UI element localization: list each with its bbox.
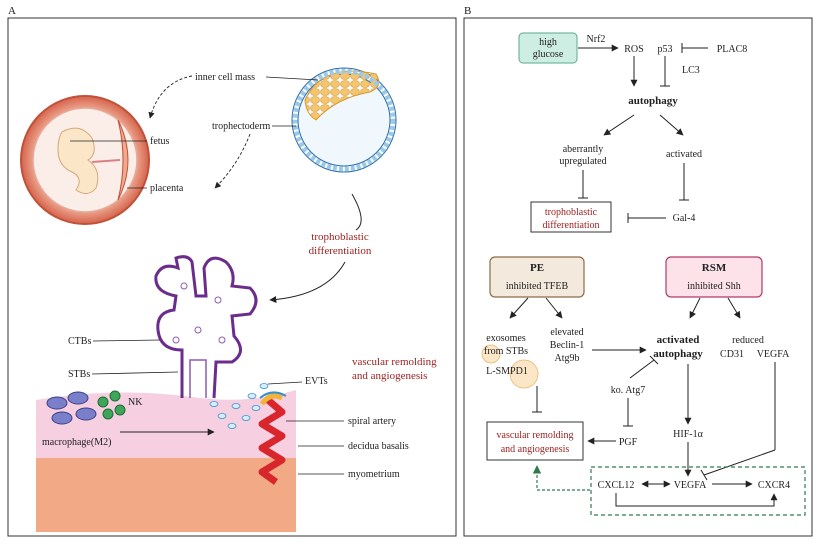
node-pe-title: PE (530, 262, 544, 274)
label-placenta: placenta (150, 183, 184, 194)
chemokine-box (590, 466, 806, 516)
edge-chemokine-vasc-dashed (532, 465, 590, 491)
evt-cells (209, 383, 269, 429)
label-trophectoderm: trophectoderm (212, 121, 271, 132)
high-glucose-box (518, 32, 578, 64)
villous-tree (154, 255, 258, 399)
edge-pe-elevated (545, 297, 563, 319)
node-activated2: activated (657, 334, 700, 346)
label-vascular-remodeling: vascular remolding (352, 356, 437, 368)
rsm-box (665, 256, 763, 298)
node-cxcl12: CXCL12 (598, 480, 635, 491)
pointer-inner-cell-mass (265, 76, 319, 81)
panel-a-frame (7, 17, 457, 537)
node-cxcr4: CXCR4 (758, 480, 790, 491)
node-rsm-sub: inhibited Shh (687, 281, 741, 292)
panel-b-frame (463, 17, 813, 537)
label-ctbs: CTBs (68, 336, 91, 347)
node-atg9b: Atg9b (555, 353, 580, 364)
edge-ko-atg7-autophagy (629, 359, 655, 379)
node-vegfa-top: VEGFA (757, 349, 790, 360)
label-fetus: fetus (150, 136, 170, 147)
node-vasc1: vascular remolding (497, 430, 574, 441)
myometrium-layer (36, 452, 296, 532)
node-activated: activated (666, 149, 702, 160)
label-stbs: STBs (68, 369, 90, 380)
node-pgf: PGF (619, 437, 638, 448)
node-from-stbs: from STBs (484, 346, 528, 357)
pointer-stbs (91, 371, 179, 375)
arrow-to-villi (351, 193, 362, 231)
spiral-artery-shape (258, 397, 286, 485)
edge-autophagy-aberrant (603, 114, 635, 136)
vascular-box (486, 421, 584, 461)
node-aberrantly: aberrantly (563, 144, 604, 155)
label-spiral-artery: spiral artery (348, 416, 396, 427)
panel-a-letter: A (8, 5, 16, 17)
artery-evt-cap (259, 393, 284, 406)
node-troph1: trophoblastic (545, 207, 598, 218)
exosome-small (481, 344, 501, 364)
edge-pe-exosomes (509, 297, 529, 319)
node-upregulated: upregulated (559, 156, 606, 167)
node-ros: ROS (624, 44, 643, 55)
label-and-angiogenesis: and angiogenesis (352, 370, 427, 382)
node-nrf2: Nrf2 (587, 34, 606, 45)
edge-cxcl12-cxcr4-loop (615, 493, 778, 507)
node-lc3: LC3 (682, 65, 700, 76)
node-troph2: differentiation (542, 220, 599, 231)
exosome-large (509, 359, 539, 389)
edge-rsm-reduced (727, 297, 741, 319)
node-autophagy2: autophagy (653, 348, 703, 360)
node-vasc2: and angiogenesis (501, 444, 570, 455)
label-differentiation: differentiation (309, 245, 372, 257)
label-nk: NK (128, 397, 143, 408)
label-macrophage: macrophage(M2) (42, 437, 111, 448)
fetus-shape (57, 127, 99, 194)
node-lsmpd1: L-SMPD1 (486, 366, 528, 377)
pe-box (489, 256, 585, 298)
pointer-evts (267, 381, 303, 385)
pointer-ctbs (92, 339, 161, 342)
node-hif: HIF-1α (673, 429, 703, 440)
label-trophoblastic: trophoblastic (311, 231, 369, 243)
node-cd31: CD31 (720, 349, 744, 360)
macrophage-cells (46, 391, 97, 425)
node-vegfa: VEGFA (674, 480, 707, 491)
node-gal4: Gal-4 (673, 213, 696, 224)
node-p53: p53 (658, 44, 673, 55)
blastocyst-illustration (291, 67, 397, 173)
node-glucose: glucose (533, 49, 564, 60)
node-plac8: PLAC8 (717, 44, 748, 55)
node-high: high (539, 37, 557, 48)
panel-b-letter: B (464, 5, 471, 17)
node-exosomes: exosomes (486, 333, 526, 344)
troph-diff-box (530, 201, 612, 233)
label-decidua-basalis: decidua basalis (348, 441, 409, 452)
nk-cells (97, 390, 126, 420)
edge-rsm-activated (689, 297, 701, 319)
dashed-arrow-te-to-placenta (214, 133, 251, 189)
node-reduced: reduced (732, 335, 764, 346)
node-ko-atg7: ko. Atg7 (611, 385, 645, 396)
dashed-arrow-icm-to-fetus (148, 75, 193, 119)
label-inner-cell-mass: inner cell mass (195, 72, 255, 83)
label-evts: EVTs (305, 376, 328, 387)
arrow-differentiation-to-villi (269, 261, 346, 304)
edge-autophagy-activated (659, 114, 684, 136)
node-pe-sub: inhibited TFEB (506, 281, 569, 292)
node-beclin: Beclin-1 (550, 340, 584, 351)
node-elevated: elevated (550, 327, 583, 338)
node-autophagy: autophagy (628, 95, 678, 107)
uterus-illustration (20, 95, 150, 225)
label-myometrium: myometrium (348, 469, 400, 480)
node-rsm-title: RSM (702, 262, 727, 274)
